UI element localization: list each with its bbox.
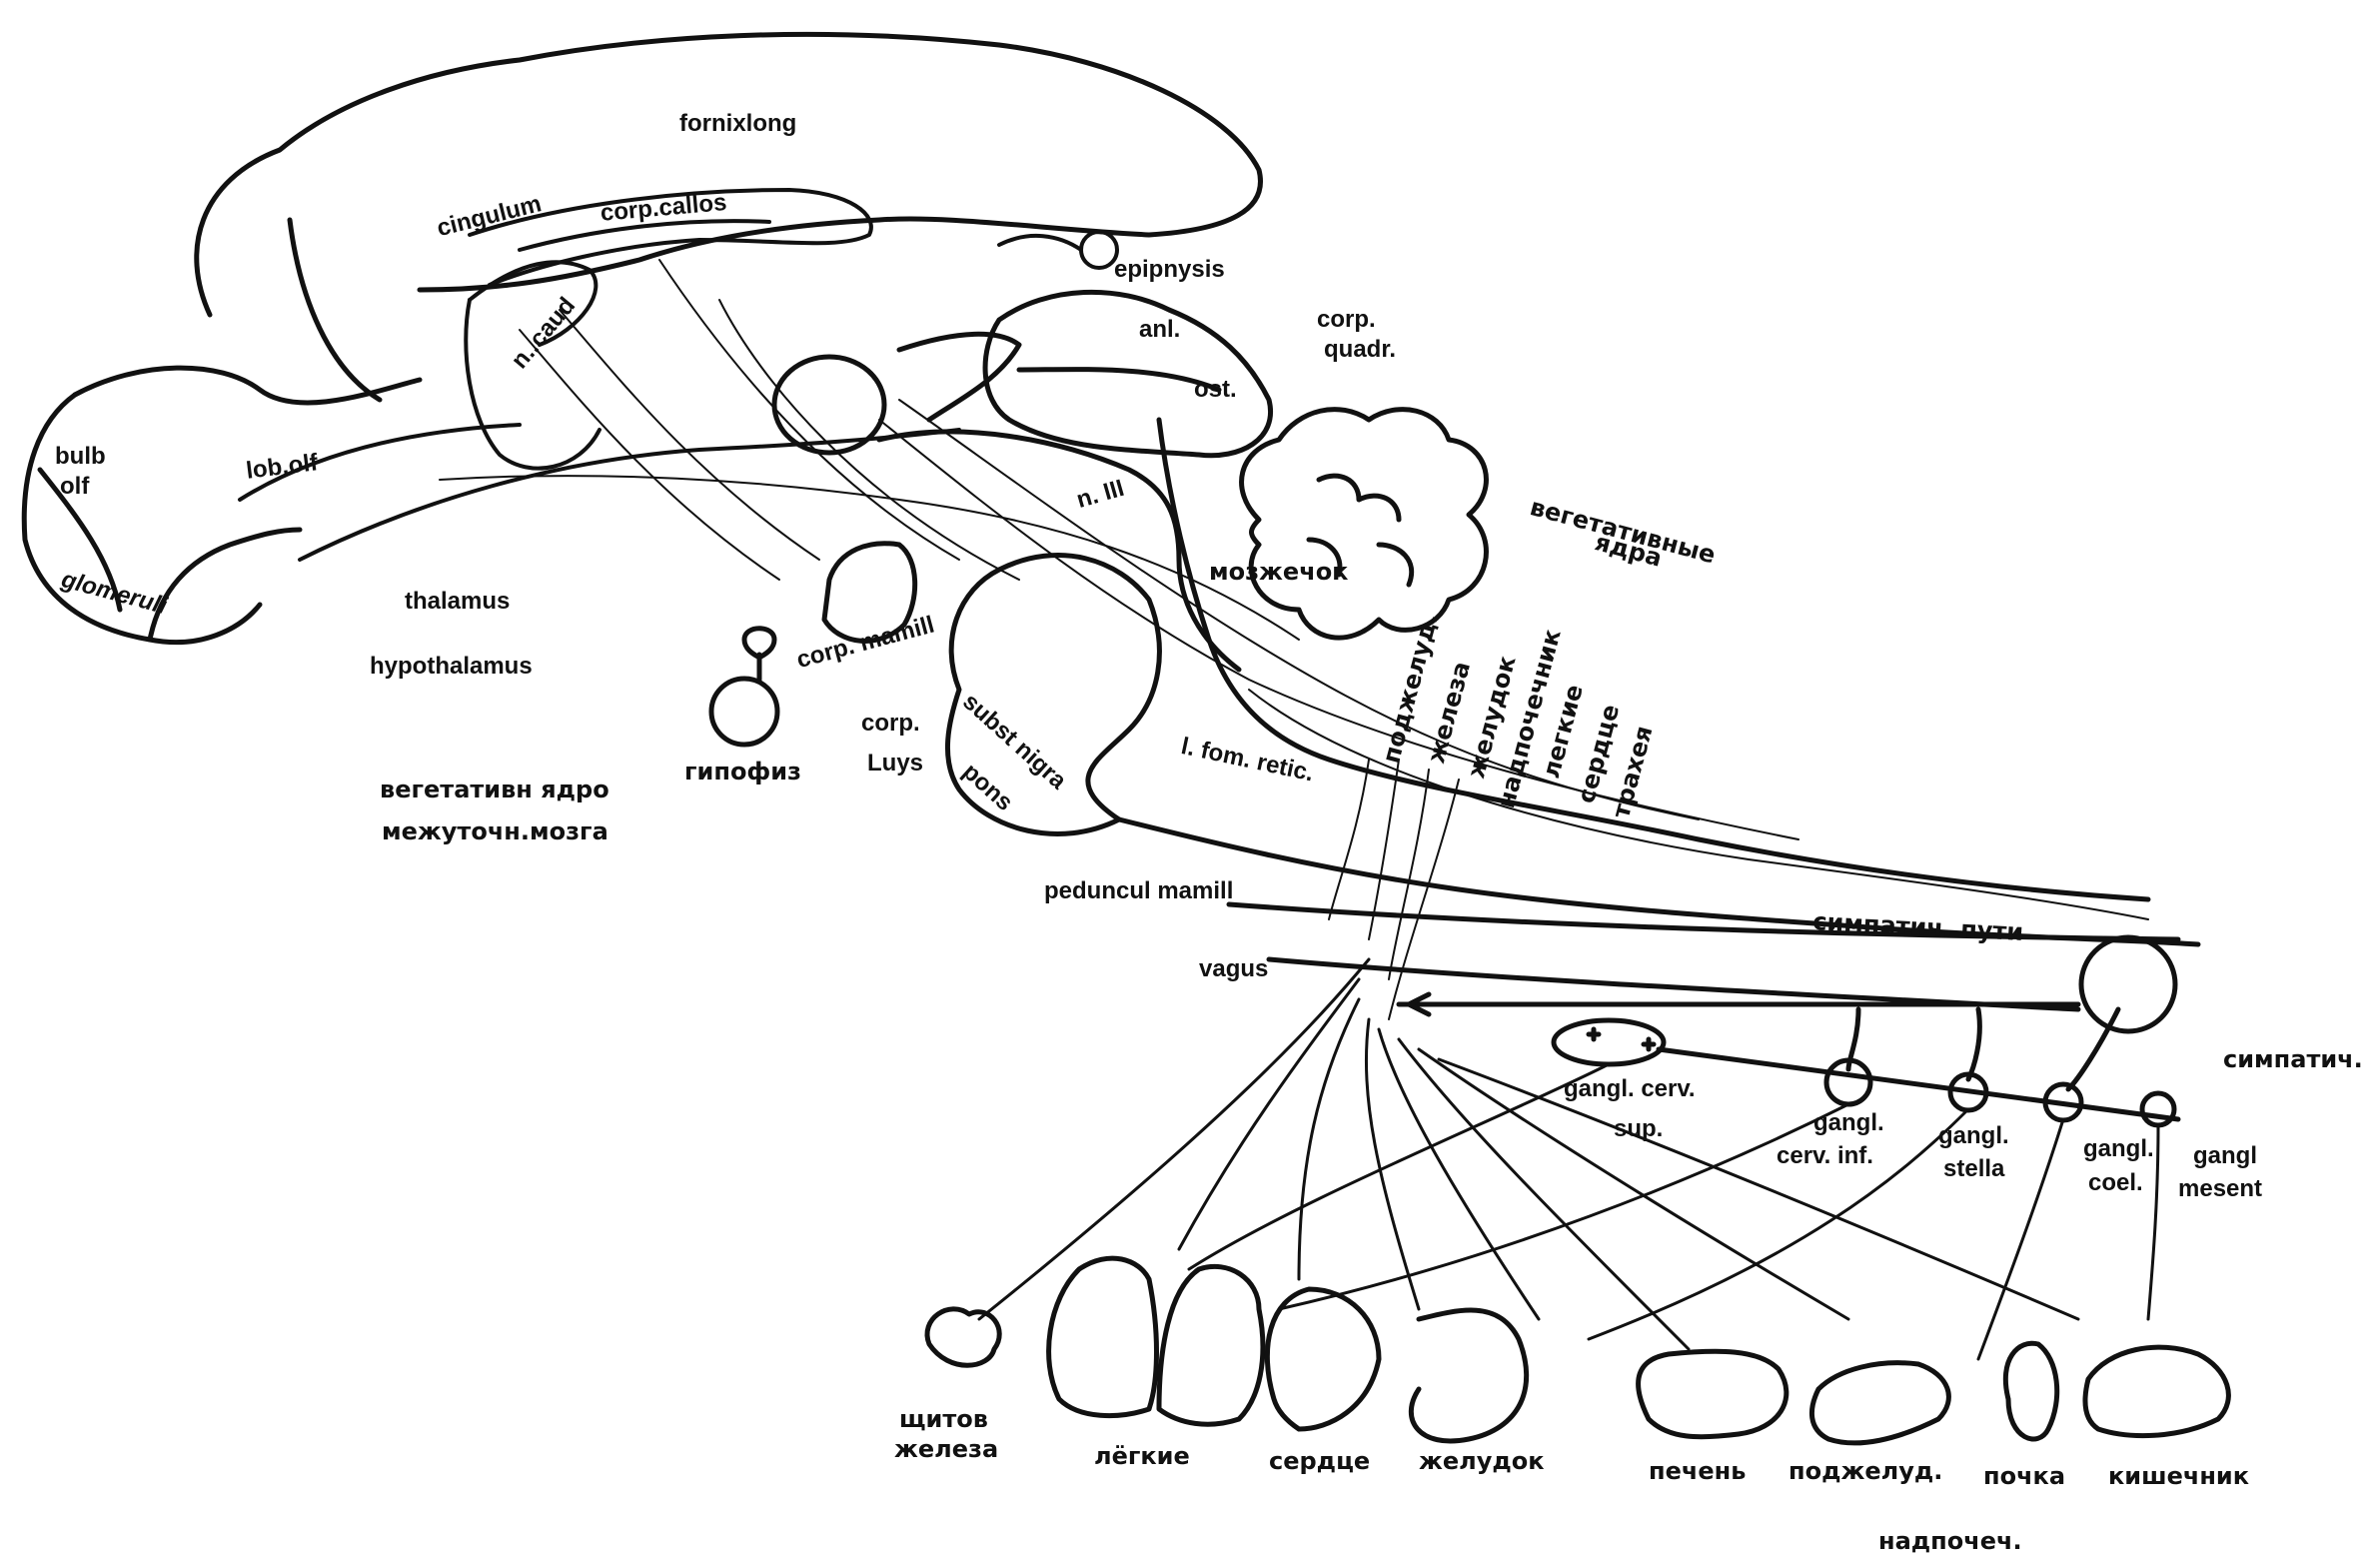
thalamus-label: thalamus — [405, 588, 511, 615]
ost-label: ost. — [1194, 376, 1237, 403]
veg-nucleus-label-1: вегетативн ядро — [380, 776, 609, 803]
adrenal-label: надпочеч. — [1878, 1527, 2022, 1555]
gangl-mesent-label-1: gangl — [2193, 1142, 2257, 1169]
corp-luys-label-1: corp. — [861, 710, 920, 737]
corp-label: corp. — [1317, 306, 1376, 333]
corp-luys-label-2: Luys — [867, 750, 924, 777]
peduncul-mamill-label: peduncul mamill — [1044, 877, 1234, 904]
epiphysis-label: epipnysis — [1114, 256, 1225, 283]
corpus-callosum — [468, 188, 873, 287]
gangl-cerv-sup-label-2: sup. — [1614, 1115, 1664, 1142]
heart-label: сердце — [1269, 1447, 1371, 1475]
kidney-label: почка — [1983, 1462, 2066, 1490]
veg-nucleus-label-2: межуточн.мозга — [382, 817, 608, 845]
nerve-tracts — [439, 259, 2149, 1020]
gangl-stella-label-2: stella — [1943, 1155, 2005, 1182]
sympathetic-label: симпатич. — [2223, 1045, 2363, 1073]
gangl-cerv-inf-label-1: gangl. — [1813, 1109, 1884, 1136]
sympathetic-chain — [1396, 991, 2181, 1128]
thyroid-label-1: щитов — [899, 1405, 988, 1433]
vagus-label: vagus — [1199, 955, 1269, 982]
gangl-coel-label-1: gangl. — [2083, 1135, 2154, 1162]
hypophysis-shape — [708, 626, 780, 748]
epiphysis-shape — [997, 230, 1119, 270]
gangl-coel-label-2: coel. — [2088, 1169, 2143, 1196]
quadr-label: quadr. — [1324, 336, 1397, 363]
olf-label: olf — [60, 473, 90, 500]
gangl-cerv-inf-label-2: cerv. inf. — [1777, 1142, 1873, 1169]
fornix-long-label: fornixlong — [679, 110, 797, 137]
thyroid-label-2: железа — [894, 1435, 999, 1463]
brainstem-outline — [1116, 417, 2201, 947]
bulb-label: bulb — [55, 443, 106, 470]
anl-label: anl. — [1139, 316, 1181, 343]
gangl-cerv-sup-label-1: gangl. cerv. — [1564, 1075, 1696, 1102]
midbrain-shapes — [876, 289, 1273, 673]
stomach-label: желудок — [1419, 1447, 1545, 1475]
cerebellum-label: мозжечок — [1209, 558, 1349, 586]
hypophysis-label: гипофиз — [684, 758, 801, 785]
cerebellum-shape — [1239, 407, 1489, 641]
liver-label: печень — [1649, 1457, 1747, 1485]
intestine-label: кишечник — [2108, 1462, 2250, 1490]
organ-outlines — [924, 1255, 2231, 1446]
mammillary-body — [821, 541, 918, 644]
pancreas-label: поджелуд. — [1788, 1457, 1943, 1485]
gangl-mesent-label-2: mesent — [2178, 1175, 2263, 1202]
brain-outline — [21, 31, 1263, 646]
thalamus-shape — [771, 354, 887, 456]
vagus-fibers — [977, 957, 2160, 1361]
lungs-label: лёгкие — [1094, 1442, 1190, 1470]
ventricle-area — [238, 260, 961, 562]
gangl-stella-label-1: gangl. — [1938, 1122, 2009, 1149]
hypothalamus-label: hypothalamus — [370, 653, 533, 680]
